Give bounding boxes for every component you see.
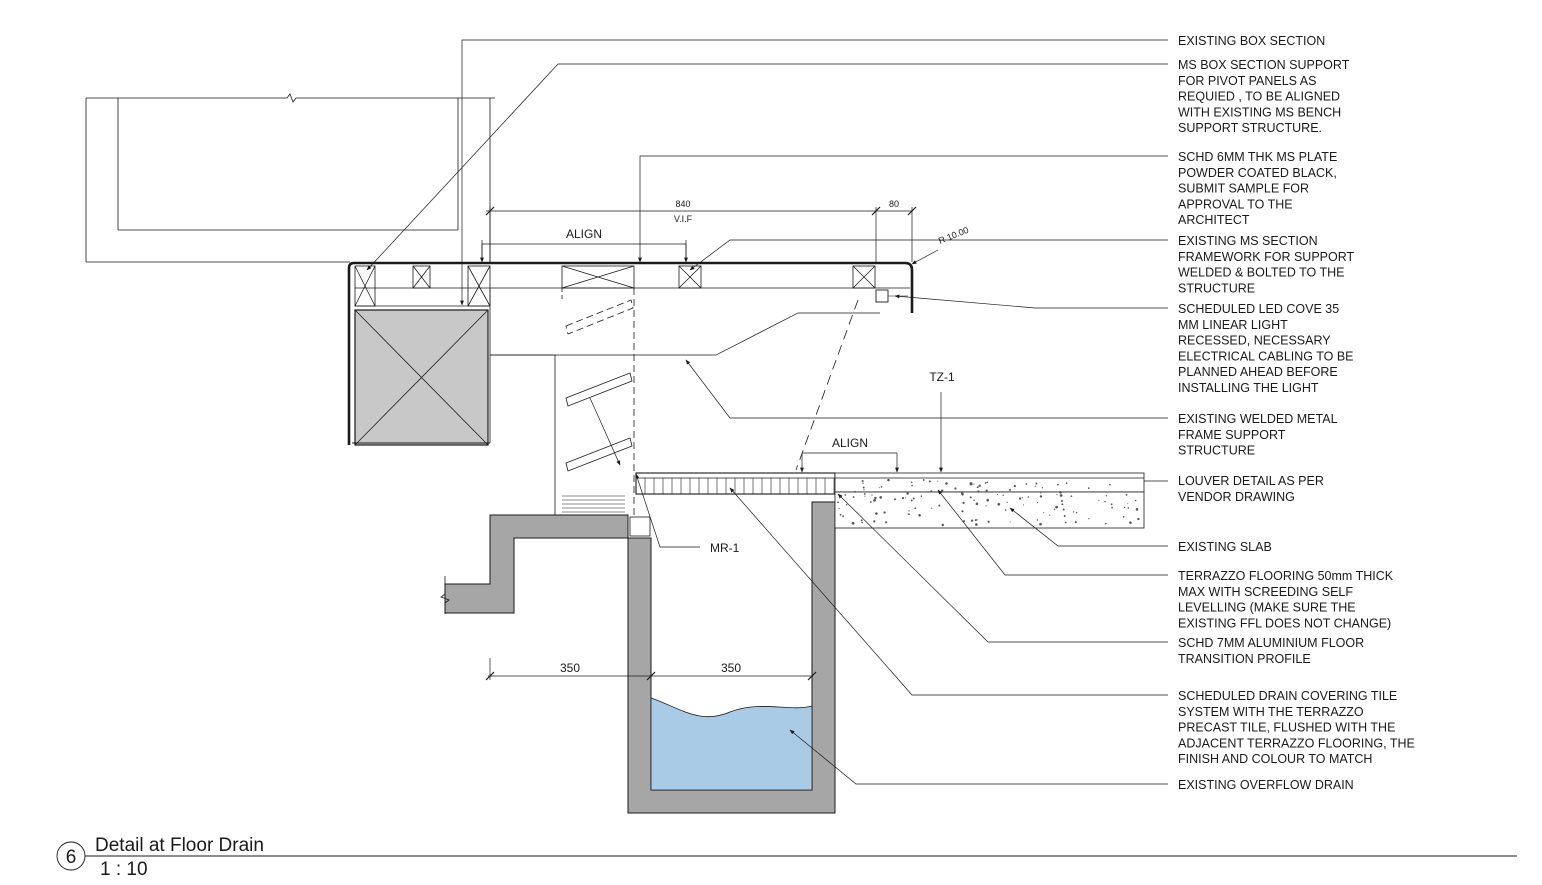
view-number: 6	[66, 847, 77, 868]
framework-members	[354, 265, 876, 307]
note-line: FINISH AND COLOUR TO MATCH	[1178, 752, 1372, 766]
note-line: ARCHITECT	[1178, 213, 1250, 227]
note-line: EXISTING OVERFLOW DRAIN	[1178, 778, 1354, 792]
note-line: RECESSED, NECESSARY	[1178, 334, 1331, 348]
note-line: SCHEDULED DRAIN COVERING TILE	[1178, 689, 1397, 703]
drain-covering-tile	[635, 472, 836, 495]
note-line: VENDOR DRAWING	[1178, 490, 1295, 504]
note-line: WITH EXISTING MS BENCH	[1178, 105, 1341, 119]
note-line: EXISTING SLAB	[1178, 540, 1272, 554]
note-schd-6mm-plate: SCHD 6MM THK MS PLATE POWDER COATED BLACK…	[1178, 150, 1337, 227]
view-title: Detail at Floor Drain	[95, 835, 264, 856]
note-line: STRUCTURE	[1178, 444, 1255, 458]
note-line: PRECAST TILE, FLUSHED WITH THE	[1178, 721, 1395, 735]
existing-bench-outline	[85, 93, 495, 263]
note-existing-slab: EXISTING SLAB	[1178, 540, 1272, 554]
note-line: FOR PIVOT PANELS AS	[1178, 74, 1316, 88]
note-line: EXISTING BOX SECTION	[1178, 34, 1325, 48]
note-line: ADJACENT TERRAZZO FLOORING, THE	[1178, 736, 1415, 750]
note-line: REQUIED , TO BE ALIGNED	[1178, 90, 1340, 104]
ms-box-section	[354, 309, 489, 446]
stair-strip	[562, 495, 625, 513]
dim-350-right: 350	[721, 661, 741, 675]
note-welded-frame: EXISTING WELDED METAL FRAME SUPPORT STRUCT…	[1178, 412, 1338, 458]
note-line: EXISTING FFL DOES NOT CHANGE)	[1178, 616, 1391, 630]
led-cove-light	[875, 289, 908, 303]
note-terrazzo-flooring: TERRAZZO FLOORING 50mm THICK MAX WITH SCR…	[1178, 569, 1394, 630]
note-line: FRAME SUPPORT	[1178, 428, 1286, 442]
note-line: INSTALLING THE LIGHT	[1178, 381, 1319, 395]
note-line: PLANNED AHEAD BEFORE	[1178, 365, 1338, 379]
note-line: APPROVAL TO THE	[1178, 197, 1293, 211]
concrete-drain	[444, 501, 836, 814]
note-line: LEVELLING (MAKE SURE THE	[1178, 601, 1356, 615]
view-scale: 1 : 10	[100, 859, 148, 880]
note-line: TRANSITION PROFILE	[1178, 652, 1311, 666]
note-drain-covering-tile: SCHEDULED DRAIN COVERING TILE SYSTEM WITH…	[1178, 689, 1415, 766]
mr1-element	[629, 516, 651, 539]
tag-mr1: MR-1	[710, 541, 740, 555]
note-line: SUBMIT SAMPLE FOR	[1178, 182, 1309, 196]
annotation-notes: EXISTING BOX SECTION MS BOX SECTION SUPPO…	[1178, 34, 1415, 792]
note-line: TERRAZZO FLOORING 50mm THICK	[1178, 569, 1394, 583]
note-line: MS BOX SECTION SUPPORT	[1178, 58, 1350, 72]
note-line: FRAMEWORK FOR SUPPORT	[1178, 250, 1355, 264]
note-line: SCHD 7MM ALUMINIUM FLOOR	[1178, 636, 1364, 650]
note-aluminium-profile: SCHD 7MM ALUMINIUM FLOOR TRANSITION PROFI…	[1178, 636, 1364, 666]
note-line: LOUVER DETAIL AS PER	[1178, 474, 1324, 488]
drain-water	[650, 697, 813, 791]
dim-840: 840	[675, 199, 690, 209]
dim-80: 80	[889, 199, 899, 209]
drain-break-line	[440, 576, 450, 614]
note-line: WELDED & BOLTED TO THE	[1178, 266, 1344, 280]
terrazzo-and-slab	[834, 472, 1145, 529]
tag-tz1: TZ-1	[929, 370, 955, 384]
note-louver-detail: LOUVER DETAIL AS PER VENDOR DRAWING	[1178, 474, 1324, 504]
note-led-cove: SCHEDULED LED COVE 35 MM LINEAR LIGHT RECE…	[1178, 302, 1354, 395]
leader-lines	[366, 39, 1168, 785]
welded-frame-and-louvers	[554, 288, 859, 515]
title-block: 6 Detail at Floor Drain 1 : 10	[56, 835, 1517, 880]
note-existing-box-section: EXISTING BOX SECTION	[1178, 34, 1325, 48]
note-line: SCHEDULED LED COVE 35	[1178, 302, 1339, 316]
dim-radius: R 10.00	[937, 225, 970, 246]
dim-vif: V.I.F	[674, 214, 693, 224]
dim-align-floor: ALIGN	[832, 436, 868, 450]
note-existing-ms-framework: EXISTING MS SECTION FRAMEWORK FOR SUPPORT…	[1178, 234, 1355, 295]
note-line: STRUCTURE	[1178, 281, 1255, 295]
note-line: MAX WITH SCREEDING SELF	[1178, 585, 1353, 599]
note-line: SUPPORT STRUCTURE.	[1178, 121, 1322, 135]
note-overflow-drain: EXISTING OVERFLOW DRAIN	[1178, 778, 1354, 792]
dim-align-top: ALIGN	[566, 227, 602, 241]
note-ms-box-section-support: MS BOX SECTION SUPPORT FOR PIVOT PANELS A…	[1178, 58, 1350, 135]
note-line: MM LINEAR LIGHT	[1178, 318, 1288, 332]
note-line: EXISTING MS SECTION	[1178, 234, 1318, 248]
note-line: SYSTEM WITH THE TERRAZZO	[1178, 705, 1364, 719]
note-line: POWDER COATED BLACK,	[1178, 166, 1337, 180]
dim-350-left: 350	[560, 661, 580, 675]
dimension-lines	[480, 206, 943, 690]
note-line: SCHD 6MM THK MS PLATE	[1178, 150, 1337, 164]
note-line: EXISTING WELDED METAL	[1178, 412, 1338, 426]
note-line: ELECTRICAL CABLING TO BE	[1178, 349, 1354, 363]
